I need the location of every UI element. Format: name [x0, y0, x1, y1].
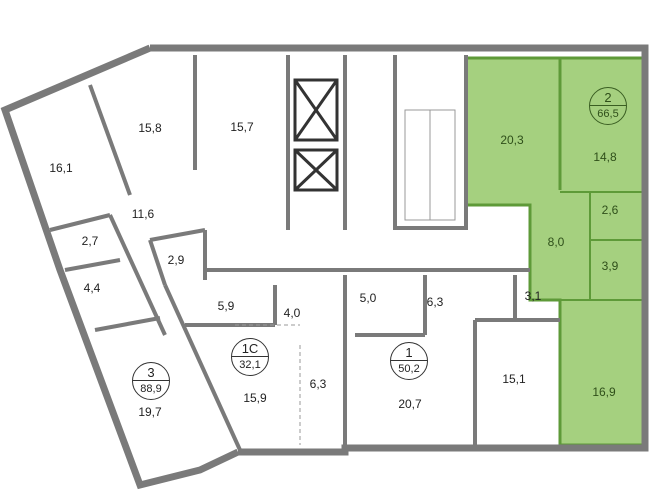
room-area: 20,7 — [398, 397, 422, 411]
room-area: 16,9 — [592, 385, 616, 399]
apartment-area: 66,5 — [597, 108, 619, 120]
apartment-area: 32,1 — [239, 359, 261, 371]
apartment-area: 50,2 — [398, 363, 420, 375]
room-area: 15,8 — [138, 121, 162, 135]
room-area: 15,7 — [230, 120, 254, 134]
apartment-number: 1 — [391, 343, 427, 361]
room-area: 19,7 — [138, 405, 162, 419]
room-area: 4,4 — [83, 281, 101, 295]
apartment-number: 2 — [590, 88, 626, 106]
room-area: 2,6 — [601, 203, 619, 217]
room-area: 15,1 — [502, 372, 526, 386]
room-area: 14,8 — [593, 150, 617, 164]
apartment-number: 3 — [133, 363, 169, 381]
room-area: 2,7 — [81, 234, 99, 248]
apartment-number: 1С — [232, 339, 268, 357]
apartment-1c-badge[interactable]: 1С 32,1 — [231, 338, 269, 376]
room-area: 11,6 — [131, 207, 155, 221]
room-area: 4,0 — [283, 306, 301, 320]
room-area: 16,1 — [49, 161, 73, 175]
room-area: 20,3 — [500, 133, 524, 147]
room-area: 5,0 — [359, 291, 377, 305]
room-area: 15,9 — [243, 391, 267, 405]
room-area: 5,9 — [217, 299, 235, 313]
room-area: 8,0 — [547, 235, 565, 249]
room-area: 3,9 — [601, 259, 619, 273]
room-area: 6,3 — [309, 377, 327, 391]
room-area: 6,3 — [426, 295, 444, 309]
apartment-area: 88,9 — [140, 383, 162, 395]
room-area: 2,9 — [167, 253, 185, 267]
room-area: 3,1 — [524, 289, 542, 303]
